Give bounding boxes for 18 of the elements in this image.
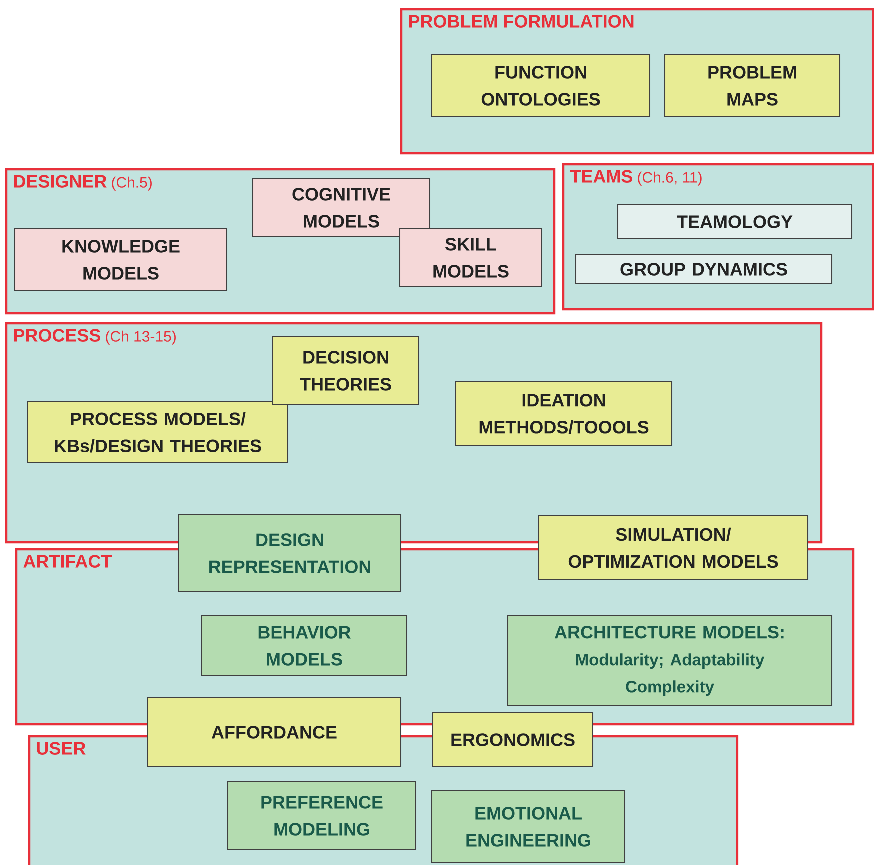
topic-box: DECISION THEORIES [272,336,420,406]
topic-box: DESIGN REPRESENTATION [178,514,402,592]
topic-box: BEHAVIOR MODELS [202,616,408,676]
topic-box: PREFERENCE MODELING [228,782,416,850]
topic-box: ERGONOMICS [432,712,594,768]
topic-box: SKILL MODELS [400,228,542,288]
topic-box: EMOTIONAL ENGINEERING [432,790,626,864]
topic-box: ARCHITECTURE MODELS: Modularity; Adaptability Complexity [508,616,832,706]
topic-box: KNOWLEDGE MODELS [14,228,228,292]
topic-box: IDEATION METHODS/TOOOLS [456,382,673,446]
topic-box: FUNCTION ONTOLOGIES [432,54,650,118]
topic-box: COGNITIVE MODELS [252,178,430,238]
topic-box: PROBLEM MAPS [664,54,840,118]
topic-box: PROCESS MODELS/ KBs/DESIGN THEORIES [28,402,288,464]
topic-box: TEAMOLOGY [618,204,853,240]
topic-box: SIMULATION/ OPTIMIZATION MODELS [538,516,809,580]
topic-box: AFFORDANCE [148,698,402,768]
topic-box: GROUP DYNAMICS [576,254,832,284]
